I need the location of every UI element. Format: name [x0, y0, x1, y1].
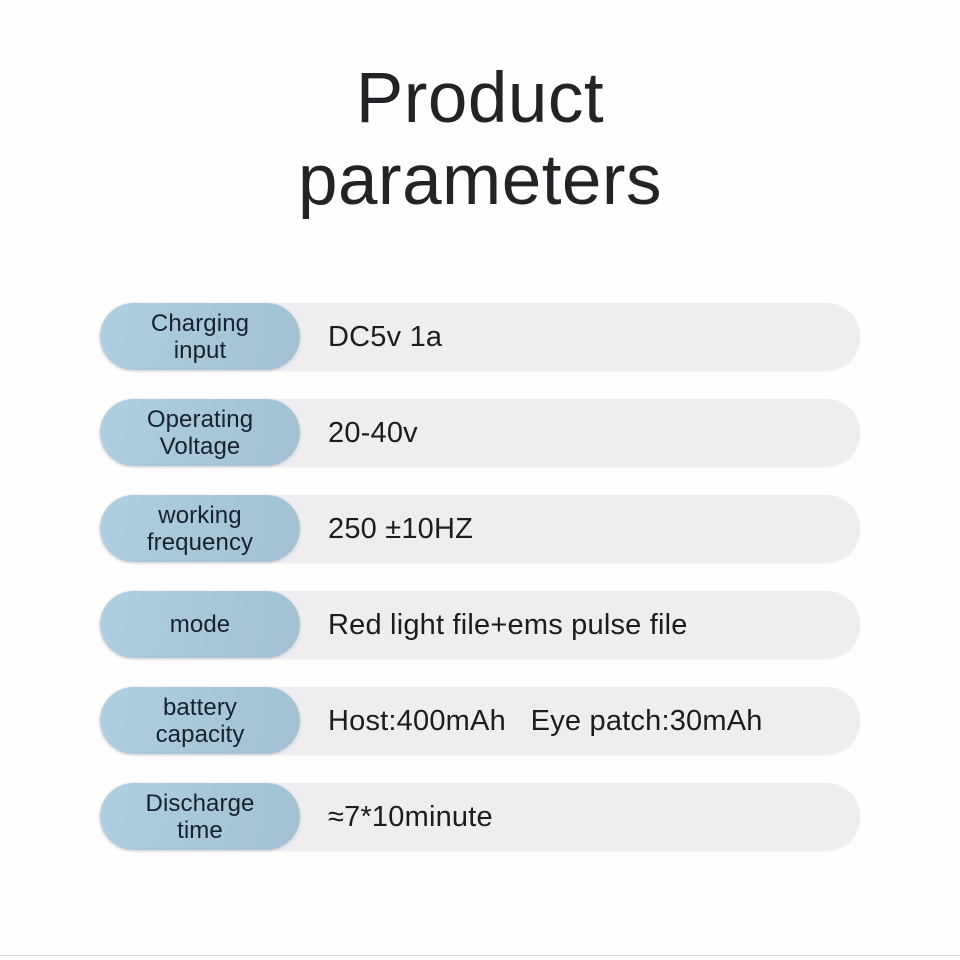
spec-row-mode: mode Red light file+ems pulse file [100, 591, 860, 658]
spec-label-pill-charging-input: Charging input [100, 303, 300, 370]
spec-row-operating-voltage: Operating Voltage 20-40v [100, 399, 860, 466]
page-title: Product parameters [0, 58, 960, 222]
spec-row-working-frequency: working frequency 250 ±10HZ [100, 495, 860, 562]
spec-label-text: battery capacity [155, 693, 245, 748]
spec-value-operating-voltage: 20-40v [328, 416, 418, 449]
spec-table: Charging input DC5v 1a Operating Voltage… [100, 303, 860, 850]
page-title-line-2: parameters [297, 141, 663, 220]
bottom-divider [0, 955, 960, 956]
spec-row-battery-capacity: battery capacity Host:400mAh Eye patch:3… [100, 687, 860, 754]
spec-value-working-frequency: 250 ±10HZ [328, 512, 474, 545]
spec-value-charging-input: DC5v 1a [328, 320, 443, 353]
spec-label-pill-battery-capacity: battery capacity [100, 687, 300, 754]
spec-value-discharge-time: ≈7*10minute [328, 800, 493, 833]
spec-row-charging-input: Charging input DC5v 1a [100, 303, 860, 370]
spec-value-battery-capacity: Host:400mAh Eye patch:30mAh [328, 704, 763, 737]
spec-label-pill-working-frequency: working frequency [100, 495, 300, 562]
spec-label-text: Operating Voltage [146, 405, 254, 460]
spec-value-mode: Red light file+ems pulse file [328, 608, 688, 641]
spec-label-pill-operating-voltage: Operating Voltage [100, 399, 300, 466]
spec-label-pill-mode: mode [100, 591, 300, 658]
page-title-line-1: Product [355, 59, 605, 138]
spec-label-text: mode [169, 611, 231, 638]
spec-label-text: Discharge time [145, 789, 255, 844]
spec-row-discharge-time: Discharge time ≈7*10minute [100, 783, 860, 850]
spec-label-pill-discharge-time: Discharge time [100, 783, 300, 850]
spec-label-text: working frequency [146, 501, 254, 556]
spec-label-text: Charging input [150, 309, 250, 364]
